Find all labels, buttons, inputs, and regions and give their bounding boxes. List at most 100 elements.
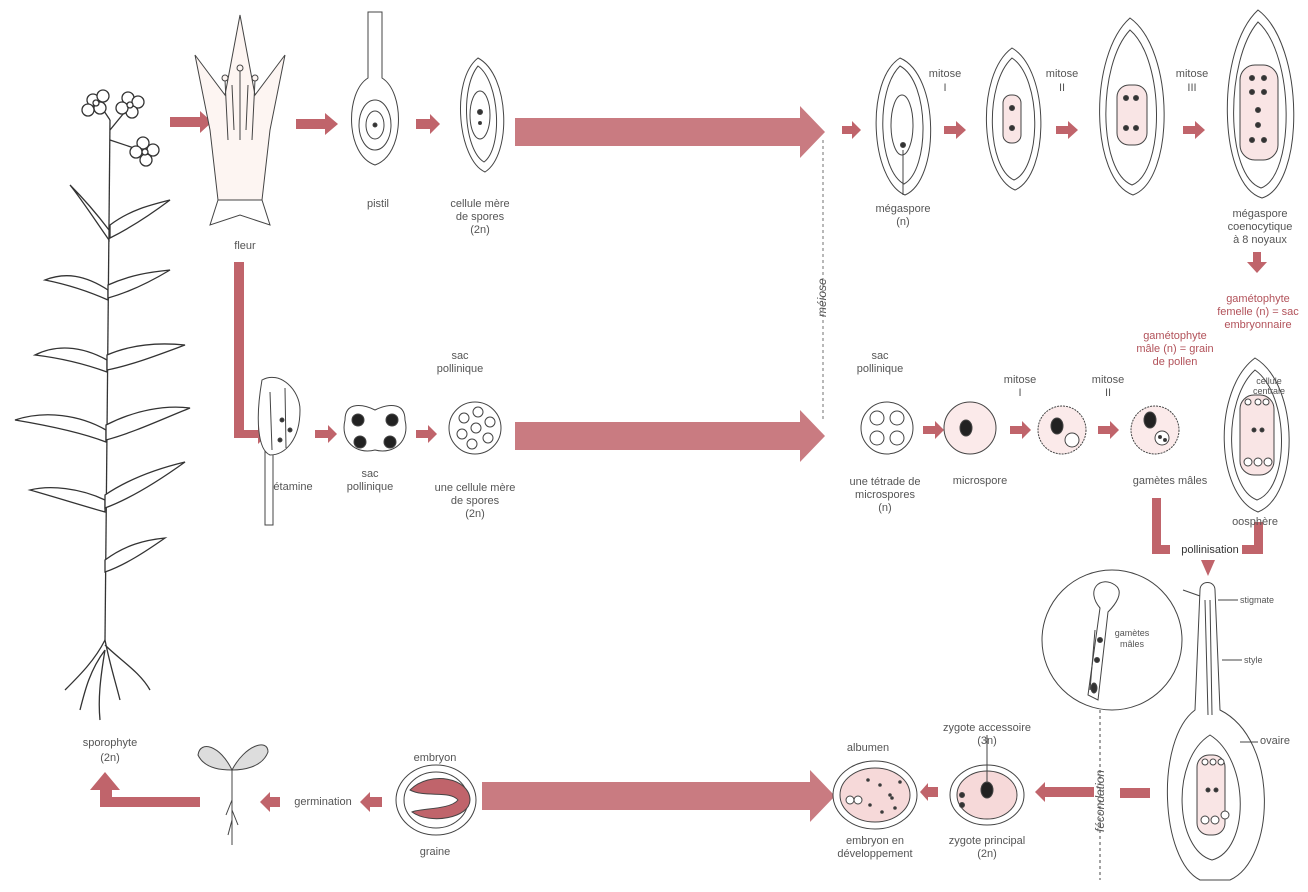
flower-icon	[81, 89, 110, 117]
arrow-seedling-to-sporophyte	[90, 772, 200, 807]
label-gameto-fem-2: femelle (n) = sac	[1217, 306, 1299, 318]
microspore-cell	[943, 401, 997, 455]
label-gameto-male-2: mâle (n) = grain	[1136, 343, 1214, 355]
pollen-sac	[448, 401, 502, 455]
label-cellule-mere-2: de spores	[455, 211, 505, 223]
label-embryon: embryon	[413, 752, 457, 764]
arrow-top-long	[515, 106, 825, 158]
pistil-drawing	[351, 11, 399, 166]
label-une-cellule-2: de spores	[450, 495, 500, 507]
label-zygote-pr-1: zygote principal	[948, 835, 1026, 847]
label-meiose: méiose	[815, 278, 829, 317]
label-germination: germination	[294, 796, 352, 808]
label-embryon-dev-1: embryon en	[845, 835, 905, 847]
flower-icon	[115, 91, 145, 119]
label-ovaire: ovaire	[1260, 735, 1290, 747]
label-etamine: étamine	[273, 481, 313, 493]
label-oosphere: oosphère	[1232, 516, 1278, 528]
label-zygote-acc-2: (3n)	[977, 735, 997, 747]
label-megaspore-coeno-1: mégaspore	[1232, 208, 1288, 220]
arrow-pistil-to-cell	[416, 114, 440, 134]
label-graine: graine	[419, 846, 451, 858]
label-une-cellule-1: une cellule mère	[434, 482, 516, 494]
label-style: style	[1244, 655, 1263, 665]
label-zygote-acc-1: zygote accessoire	[942, 722, 1032, 734]
seed-drawing	[395, 764, 477, 836]
label-cellule-mere-1: cellule mère	[450, 198, 510, 210]
label-gametes-males-tube-2: mâles	[1119, 639, 1144, 649]
sporophyte-plant	[14, 89, 191, 721]
embryo-sac-ovule	[1223, 357, 1290, 513]
label-mitose-1: mitose	[928, 68, 962, 80]
tetrad-sac	[860, 401, 914, 455]
label-sac-pollinique-b-1: sac	[451, 350, 469, 362]
flower-drawing	[194, 14, 286, 226]
label-mitose-m2-num: II	[1104, 387, 1112, 399]
label-pistil: pistil	[366, 198, 389, 210]
zygote-ovule	[949, 735, 1025, 826]
label-mitose-2-num: II	[1058, 82, 1066, 94]
label-embryon-dev-2: développement	[837, 848, 913, 860]
label-cellule-mere-3: (2n)	[470, 224, 490, 236]
label-tetrade-1: une tétrade de	[849, 476, 921, 488]
label-megaspore-coeno-3: à 8 noyaux	[1233, 234, 1287, 246]
label-megaspore-coeno-2: coenocytique	[1227, 221, 1293, 233]
label-microspore: microspore	[952, 475, 1008, 487]
label-mitose-3-num: III	[1187, 82, 1197, 94]
label-mitose-3: mitose	[1175, 68, 1209, 80]
label-fecondation: fécondation	[1093, 769, 1107, 832]
ovule-mitose-1	[986, 47, 1042, 191]
label-gameto-male-1: gamétophyte	[1143, 330, 1207, 342]
label-sporophyte: sporophyte	[82, 737, 138, 749]
arrow-middle-long	[515, 410, 825, 462]
arrow-bottom-long	[482, 770, 835, 822]
ovule-drawing	[460, 57, 505, 173]
seedling-drawing	[197, 744, 269, 845]
pollen-mitose-1	[1037, 405, 1087, 455]
label-sac-pollinique-c-1: sac	[871, 350, 889, 362]
label-mitose-2: mitose	[1045, 68, 1079, 80]
label-fleur: fleur	[234, 240, 256, 252]
label-albumen: albumen	[846, 742, 890, 754]
label-sac-pollinique-a-2: pollinique	[346, 481, 394, 493]
label-gameto-fem-3: embryonnaire	[1224, 319, 1292, 331]
label-sac-pollinique-c-2: pollinique	[856, 363, 904, 375]
label-megaspore: mégaspore	[875, 203, 931, 215]
label-mitose-1-num: I	[943, 82, 947, 94]
label-sac-pollinique-b-2: pollinique	[436, 363, 484, 375]
label-megaspore-n: (n)	[896, 216, 910, 228]
label-cellule-centrale-2: centrale	[1252, 386, 1286, 396]
megaspore-ovule	[875, 57, 932, 196]
ovule-mitose-3	[1226, 9, 1295, 199]
label-pollinisation: pollinisation	[1181, 544, 1239, 556]
label-une-cellule-3: (2n)	[465, 508, 485, 520]
label-tetrade-3: (n)	[878, 502, 892, 514]
arrow-flower-to-stamen	[234, 262, 268, 444]
label-mitose-m1: mitose	[1003, 374, 1037, 386]
arrow-flower-to-pistil	[296, 113, 338, 135]
label-stigmate: stigmate	[1240, 595, 1275, 605]
label-mitose-m1-num: I	[1018, 387, 1022, 399]
label-gameto-fem-1: gamétophyte	[1226, 293, 1290, 305]
stamen-drawing	[257, 376, 301, 526]
label-sac-pollinique-a-1: sac	[361, 468, 379, 480]
ovule-mitose-2	[1099, 17, 1165, 196]
label-gameto-male-3: de pollen	[1152, 356, 1198, 368]
label-tetrade-2: microspores	[855, 489, 915, 501]
pollen-tube-detail	[1041, 569, 1201, 711]
main-arrows	[90, 106, 1267, 822]
label-gametes-males: gamètes mâles	[1132, 475, 1208, 487]
arrow-plant-to-flower	[170, 111, 212, 133]
pollinated-pistil	[1166, 582, 1265, 881]
albumen-seed	[832, 760, 918, 830]
anther-section	[343, 405, 407, 452]
label-gametes-males-tube-1: gamètes	[1114, 628, 1150, 638]
flower-icon	[129, 136, 160, 167]
label-sporophyte-ploidy: (2n)	[100, 752, 120, 764]
label-cellule-centrale-1: cellule	[1256, 376, 1282, 386]
label-mitose-m2: mitose	[1091, 374, 1125, 386]
pollen-grain	[1130, 405, 1180, 455]
label-zygote-pr-2: (2n)	[977, 848, 997, 860]
